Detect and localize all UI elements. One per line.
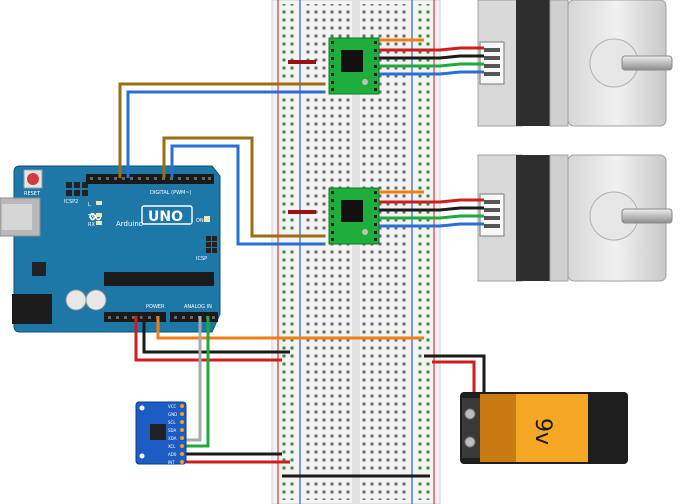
power-wires — [134, 316, 486, 392]
tx-label: TX — [87, 214, 95, 220]
uno-logo-frame — [141, 205, 193, 225]
stepper-motor-2 — [477, 154, 673, 282]
reset-label: RESET — [24, 191, 41, 197]
wire-motor1-black — [379, 54, 484, 60]
battery-terminal-pos — [464, 408, 476, 420]
sensor-pin-3: SDA — [168, 428, 177, 433]
motor-2-band — [516, 155, 556, 281]
control-wires — [118, 82, 324, 246]
sensor-wires — [186, 316, 430, 478]
center-channel — [352, 0, 360, 504]
wire-motor1-green — [379, 62, 484, 68]
sensor-mount-hole-1 — [139, 405, 145, 411]
wire-scl-gray — [186, 316, 202, 442]
power-rail-right — [415, 4, 431, 500]
sensor-pin-6: AD0 — [168, 452, 177, 457]
wire-motor2-blue — [379, 222, 484, 228]
imu-sensor-module: VCC GND SCL SDA XDA XCL AD0 INT — [135, 401, 187, 465]
on-label: ON — [196, 218, 204, 224]
driver-chip-1 — [341, 50, 363, 72]
power-rail-left — [281, 4, 297, 500]
battery-label-shade — [480, 394, 516, 462]
digital-header — [86, 174, 214, 184]
battery-terminal-neg — [464, 436, 476, 448]
battery-9v: 9v — [460, 392, 628, 464]
sensor-pin-5: XCL — [168, 444, 176, 449]
wire-battery-pos — [432, 360, 476, 392]
capacitor-2 — [85, 289, 107, 311]
icsp2-label: ICSP2 — [64, 199, 78, 205]
l-led — [96, 201, 102, 205]
wire-motor2-black — [379, 206, 484, 212]
stepper-motor-1 — [477, 0, 673, 127]
digital-label: DIGITAL (PWM~) — [150, 190, 192, 196]
analog-header — [170, 312, 218, 322]
sensor-mount-hole-2 — [139, 453, 145, 459]
reset-button-cap — [27, 173, 39, 185]
icsp-label: ICSP — [196, 256, 207, 262]
l-led-label: L — [88, 202, 91, 208]
driver-chip-2 — [341, 200, 363, 222]
uno-logo: UNO — [148, 209, 183, 225]
power-label: POWER — [146, 304, 165, 310]
tx-led — [96, 213, 102, 217]
capacitor-1 — [65, 289, 87, 311]
wire-brown-2 — [162, 136, 324, 238]
arduino-board — [13, 165, 221, 333]
wire-motor1-blue — [379, 70, 484, 76]
wire-blue-2 — [170, 144, 324, 246]
driver-pot-1 — [362, 79, 368, 85]
rx-led — [96, 221, 102, 225]
sensor-pin-0: VCC — [168, 404, 177, 409]
wire-motor1-red — [379, 46, 484, 52]
wire-sda-green — [186, 316, 210, 448]
wire-brown-1 — [118, 82, 324, 178]
wire-5v-arduino — [134, 316, 282, 362]
sensor-pin-7: INT — [168, 460, 175, 465]
sensor-pin-1: GND — [168, 412, 177, 417]
sensor-chip — [150, 424, 166, 440]
icsp2-header — [66, 182, 88, 196]
motor-1-band — [516, 0, 556, 126]
wire-blue-1 — [126, 90, 324, 178]
wire-battery-neg — [424, 354, 486, 392]
arduino-uno: RESET ICSP2 DIGITAL (PWM~) ∞ UNO Arduino… — [0, 165, 221, 333]
analog-label: ANALOG IN — [184, 304, 212, 310]
wire-motor2-green — [379, 214, 484, 220]
stepper-driver-1 — [328, 37, 380, 95]
battery-terminals — [462, 398, 480, 458]
motor-1-wires — [379, 38, 484, 76]
wire-gnd-arduino — [142, 316, 290, 354]
atmega-chip — [104, 272, 214, 286]
motor-2-shaft — [621, 208, 673, 224]
motor-1-shaft — [621, 55, 673, 71]
wire-motor2-red — [379, 198, 484, 204]
sensor-pin-4: XDA — [168, 436, 177, 441]
rx-label: RX — [88, 222, 95, 228]
icsp-header — [206, 236, 217, 253]
stepper-driver-2 — [328, 187, 380, 245]
wire-vin-orange — [156, 316, 424, 340]
arduino-brand: Arduino — [116, 220, 143, 228]
sensor-pin-2: SCL — [168, 420, 176, 425]
power-jack — [12, 294, 52, 324]
driver-pot-2 — [362, 229, 368, 235]
usb-chip — [32, 262, 46, 276]
on-led — [204, 216, 210, 222]
motor-2-wires — [379, 190, 484, 228]
battery-voltage-label: 9v — [530, 418, 555, 445]
